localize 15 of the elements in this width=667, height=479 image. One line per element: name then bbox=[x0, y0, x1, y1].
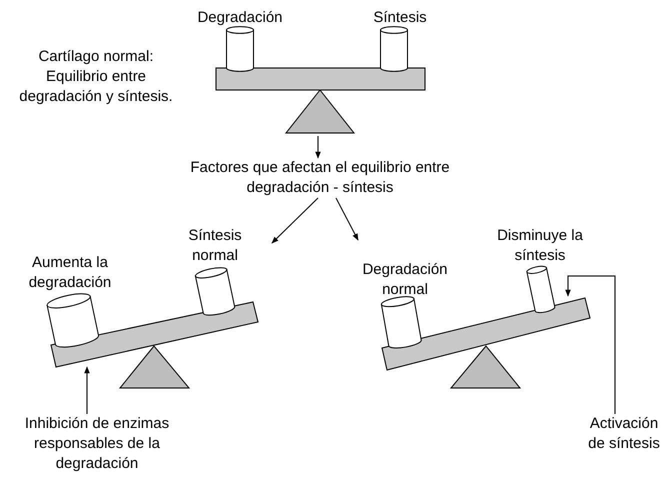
arrow bbox=[565, 276, 616, 414]
arrow bbox=[272, 198, 318, 244]
weight-label: Disminuye la síntesis bbox=[496, 226, 584, 266]
arrow bbox=[315, 136, 321, 159]
weight-label: Síntesis normal bbox=[187, 226, 243, 266]
arrow bbox=[84, 366, 90, 414]
note-text: Factores que afectan el equilibrio entre degradación - síntesis bbox=[189, 158, 451, 198]
arrow bbox=[336, 198, 358, 241]
note-text: Inhibición de enzimas responsables de la degradación bbox=[24, 414, 170, 474]
weight-label: Degradación bbox=[196, 8, 284, 28]
note-text: Activación de síntesis bbox=[587, 414, 661, 454]
weight-label: Aumenta la degradación bbox=[28, 253, 112, 293]
caption: Cartílago normal: Equilibrio entre degradación y síntesis. bbox=[18, 47, 174, 107]
weight-label: Síntesis bbox=[372, 8, 428, 28]
weight-label: Degradación normal bbox=[361, 260, 449, 300]
